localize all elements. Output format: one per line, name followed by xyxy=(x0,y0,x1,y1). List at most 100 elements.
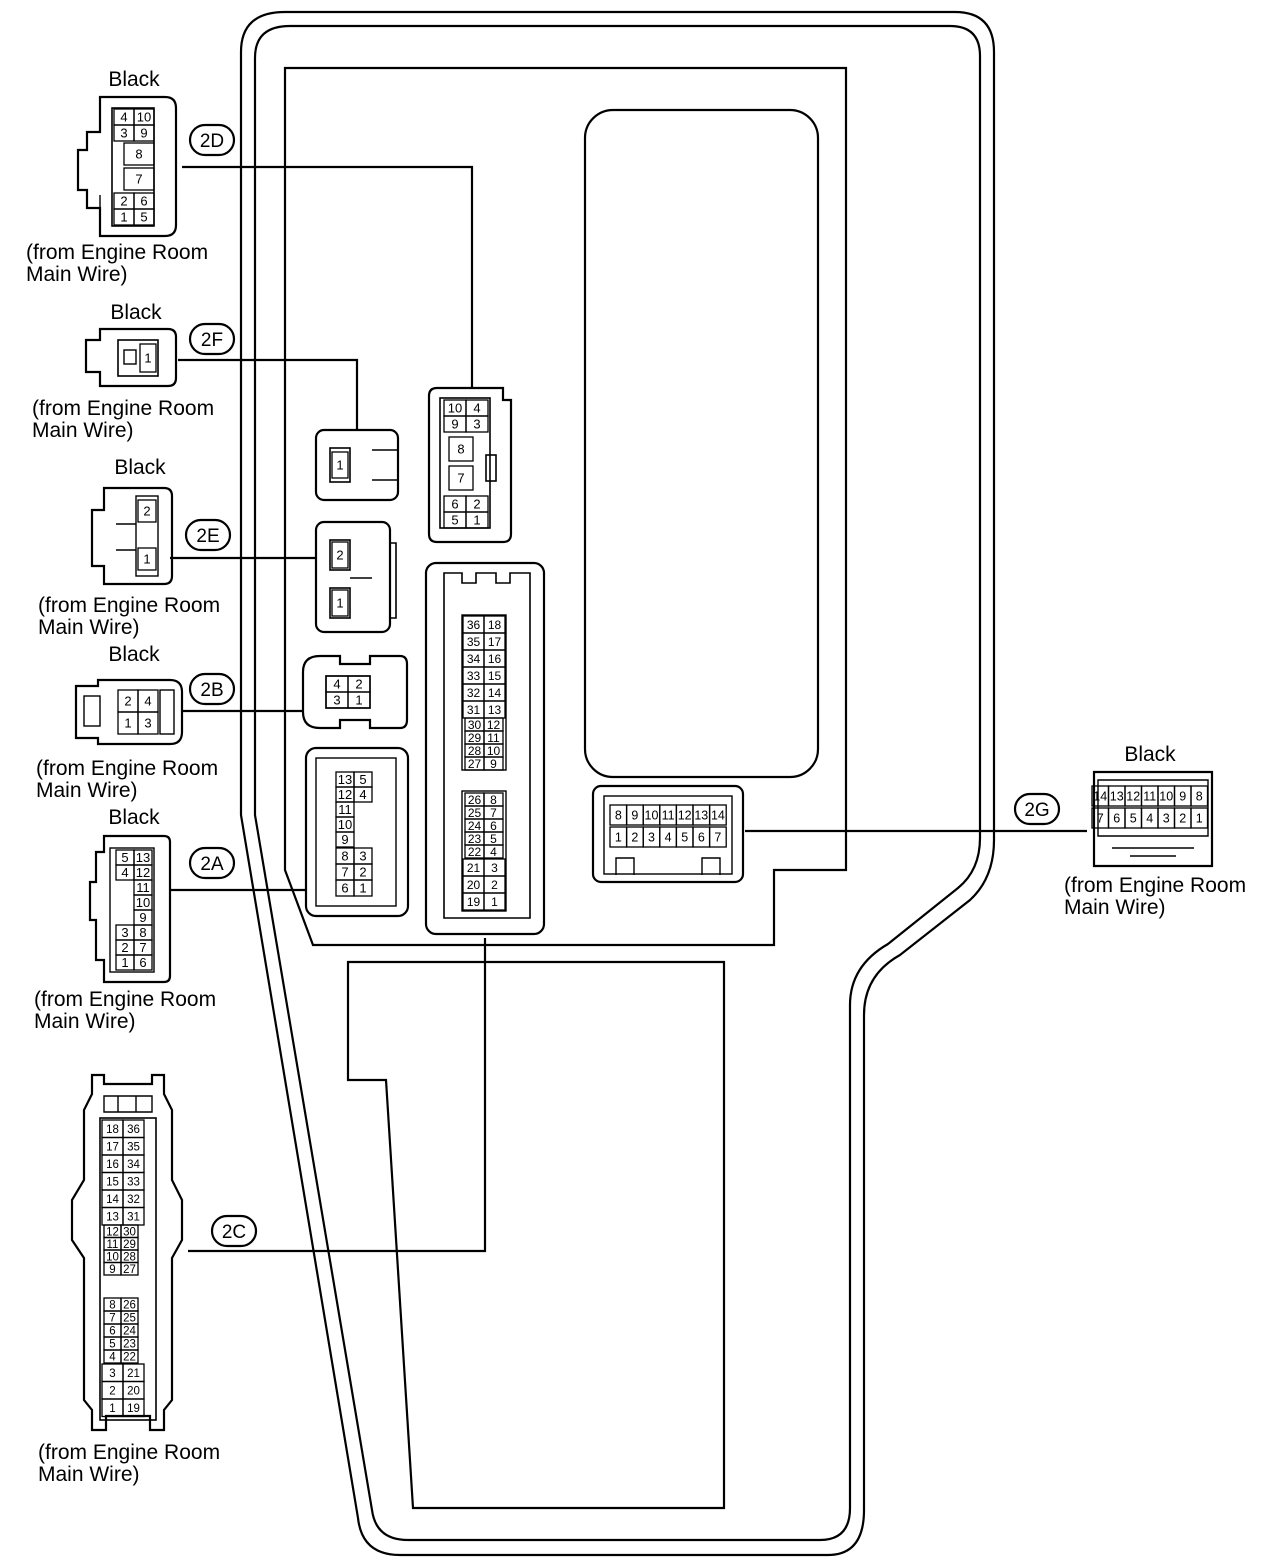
svg-text:15: 15 xyxy=(488,669,502,683)
socket-2C-pin-35: 35 xyxy=(462,632,485,651)
connector-2B-pin-1: 1 xyxy=(117,711,139,735)
svg-text:3: 3 xyxy=(121,925,128,940)
svg-text:25: 25 xyxy=(123,1313,136,1325)
svg-text:4: 4 xyxy=(144,694,151,709)
svg-text:8: 8 xyxy=(457,442,464,457)
svg-text:13: 13 xyxy=(694,809,708,823)
connector-2G-pin-1: 1 xyxy=(1190,807,1209,829)
svg-text:17: 17 xyxy=(488,635,502,649)
socket-2C-pin-36: 36 xyxy=(462,615,485,634)
svg-text:22: 22 xyxy=(468,845,482,859)
socket-2C-pin-33: 33 xyxy=(462,666,485,685)
connector-2C-pin-1: 1 xyxy=(101,1398,124,1418)
connector-2G-pin-10: 10 xyxy=(1157,785,1176,807)
svg-text:10: 10 xyxy=(487,744,501,758)
svg-text:26: 26 xyxy=(123,1300,136,1312)
socket-2G-pin-13: 13 xyxy=(692,804,711,826)
svg-text:4: 4 xyxy=(473,401,480,416)
svg-text:1: 1 xyxy=(1196,812,1203,826)
connector-2A-pin-11: 11 xyxy=(133,879,153,896)
tag-ovals xyxy=(184,123,1061,1248)
connector-2C-pin-15: 15 xyxy=(101,1171,124,1191)
connector-2C-pin-9: 9 xyxy=(103,1261,122,1276)
svg-text:4: 4 xyxy=(120,110,127,125)
connector-2A-pin-10: 10 xyxy=(133,894,153,911)
svg-text:10: 10 xyxy=(1159,790,1173,804)
connector-2D-pin-5: 5 xyxy=(133,208,155,226)
socket-2C-pin-6: 6 xyxy=(483,818,504,833)
connector-2D-tag: 2D xyxy=(200,131,224,152)
svg-text:34: 34 xyxy=(127,1159,140,1171)
connector-2C-pin-10: 10 xyxy=(103,1249,122,1263)
connector-2A-source-line2: Main Wire) xyxy=(34,1010,136,1033)
connector-2C-pin-27: 27 xyxy=(120,1261,139,1276)
svg-text:11: 11 xyxy=(662,809,675,823)
svg-text:18: 18 xyxy=(106,1124,119,1136)
svg-text:12: 12 xyxy=(1126,790,1140,804)
socket-2G-pin-6: 6 xyxy=(692,826,711,848)
connector-2A-pin-1: 1 xyxy=(115,954,135,971)
svg-text:22: 22 xyxy=(123,1352,136,1364)
socket-2C-pin-17: 17 xyxy=(483,632,506,651)
connector-2A-pin-5: 5 xyxy=(115,849,135,866)
socket-2D-pin-8: 8 xyxy=(448,436,474,462)
svg-text:6: 6 xyxy=(698,831,705,845)
connector-2C-pin-24: 24 xyxy=(120,1323,139,1338)
svg-text:2: 2 xyxy=(121,940,128,955)
connector-2B-source-line1: (from Engine Room xyxy=(36,757,218,780)
socket-2C-pin-23: 23 xyxy=(464,831,485,846)
socket-2C-pin-31: 31 xyxy=(462,700,485,719)
svg-text:2: 2 xyxy=(143,504,150,519)
connector-2G-pin-6: 6 xyxy=(1107,807,1126,829)
socket-2B-pin-2: 2 xyxy=(347,675,371,693)
svg-text:2: 2 xyxy=(355,677,362,692)
connector-2C-pin-21: 21 xyxy=(122,1363,145,1383)
socket-2C-pin-11: 11 xyxy=(483,730,504,745)
socket-2A-pin-9: 9 xyxy=(335,831,355,848)
connector-2C-pin-20: 20 xyxy=(122,1380,145,1400)
svg-text:7: 7 xyxy=(135,172,142,187)
socket-2C-pin-7: 7 xyxy=(483,805,504,820)
connector-2C-pin-7: 7 xyxy=(103,1310,122,1325)
connector-2D-pin-10: 10 xyxy=(133,108,155,126)
svg-text:35: 35 xyxy=(127,1141,140,1153)
socket-2C-pin-8: 8 xyxy=(483,792,504,807)
svg-text:26: 26 xyxy=(468,793,482,807)
svg-text:5: 5 xyxy=(681,831,688,845)
connector-2C-pin-18: 18 xyxy=(101,1119,124,1139)
socket-2C-pin-14: 14 xyxy=(483,683,506,702)
connector-2C-pin-2: 2 xyxy=(101,1380,124,1400)
block-socket-2C xyxy=(424,561,546,936)
connector-2F-body xyxy=(84,327,178,388)
socket-2A-pin-6: 6 xyxy=(335,879,355,897)
connector-2A-pin-3: 3 xyxy=(115,924,135,941)
connector-2E-color: Black xyxy=(114,456,166,479)
svg-text:4: 4 xyxy=(109,1352,116,1364)
svg-text:2: 2 xyxy=(120,194,127,209)
socket-2D-pin-9: 9 xyxy=(443,415,467,433)
svg-text:3: 3 xyxy=(333,693,340,708)
connector-2D-pin-4: 4 xyxy=(113,108,135,126)
svg-text:16: 16 xyxy=(106,1159,119,1171)
connector-2B-tag: 2B xyxy=(200,680,223,701)
socket-2G-pin-1: 1 xyxy=(609,826,628,848)
connector-2E-pin-2: 2 xyxy=(137,499,157,523)
connector-2A-tag: 2A xyxy=(200,854,224,875)
connector-2G-pin-9: 9 xyxy=(1173,785,1192,807)
socket-2C-pin-15: 15 xyxy=(483,666,506,685)
svg-text:8: 8 xyxy=(139,925,146,940)
connector-2B-source-line2: Main Wire) xyxy=(36,779,138,802)
socket-2G-pin-2: 2 xyxy=(625,826,644,848)
svg-text:9: 9 xyxy=(1179,790,1186,804)
socket-2A-pin-4: 4 xyxy=(353,786,373,803)
svg-text:4: 4 xyxy=(1146,812,1153,826)
svg-text:32: 32 xyxy=(127,1194,140,1206)
connector-2B-pin-4: 4 xyxy=(137,689,159,713)
connector-2C-pin-3: 3 xyxy=(101,1363,124,1383)
svg-text:8: 8 xyxy=(135,147,142,162)
svg-text:9: 9 xyxy=(451,417,458,432)
svg-text:2: 2 xyxy=(491,878,498,892)
connector-2F-pin-1: 1 xyxy=(139,343,157,373)
socket-2E-pin-2: 2 xyxy=(331,541,349,569)
svg-text:1: 1 xyxy=(144,351,151,366)
